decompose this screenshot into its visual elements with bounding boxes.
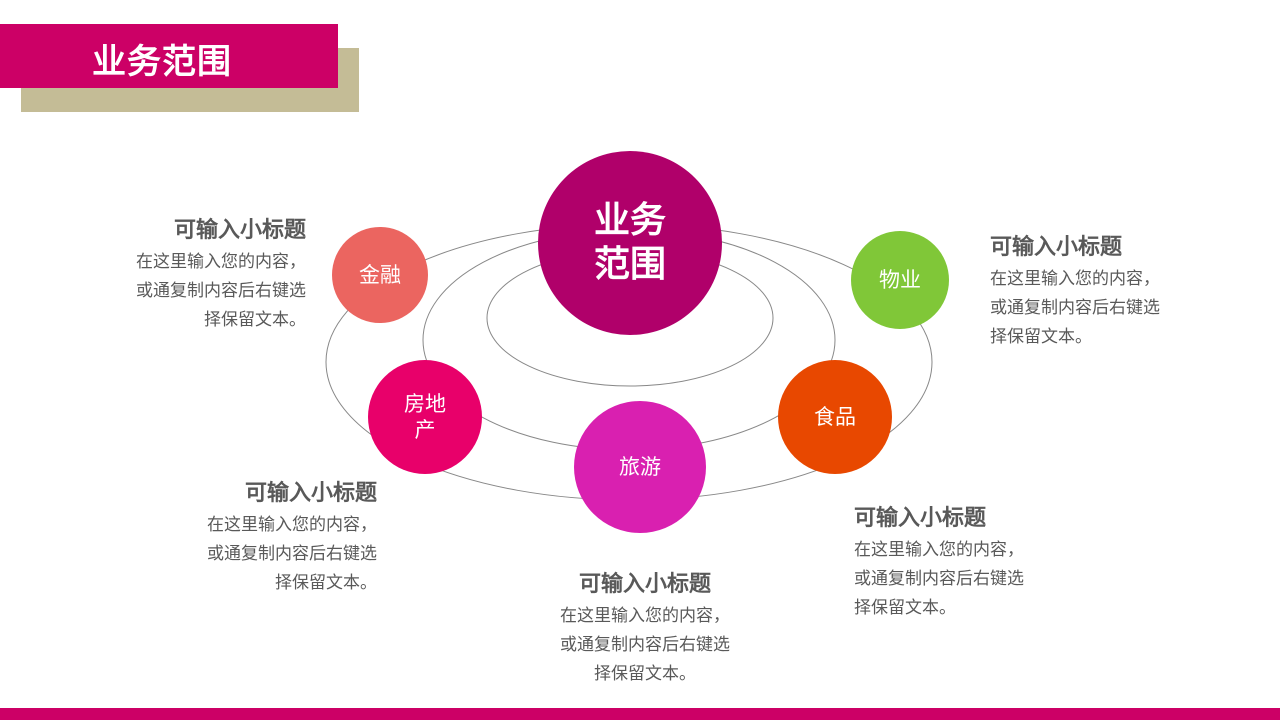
text-block-food: 可输入小标题 在这里输入您的内容， 或通复制内容后右键选 择保留文本。 [854,504,1074,623]
block-text: 或通复制内容后右键选 [207,544,377,564]
circle-real-estate: 房地产 [368,360,482,474]
circle-label: 房地产 [404,392,446,442]
block-text: 择保留文本。 [275,573,377,593]
block-text: 或通复制内容后右键选 [990,298,1160,318]
text-block-property: 可输入小标题 在这里输入您的内容， 或通复制内容后右键选 择保留文本。 [990,233,1210,352]
block-text: 在这里输入您的内容， [207,515,377,535]
block-title: 可输入小标题 [990,235,1123,260]
block-text: 择保留文本。 [990,327,1092,347]
circle-label: 金融 [359,263,401,287]
block-text: 择保留文本。 [204,310,306,330]
block-text: 或通复制内容后右键选 [560,635,730,655]
circle-travel: 旅游 [574,401,706,533]
circle-label: 食品 [814,405,856,429]
block-text: 或通复制内容后右键选 [136,281,306,301]
block-text: 在这里输入您的内容， [854,540,1024,560]
block-text: 在这里输入您的内容， [990,269,1160,289]
circle-property: 物业 [851,231,949,329]
center-circle: 业务范围 [538,151,722,335]
text-block-travel: 可输入小标题 在这里输入您的内容， 或通复制内容后右键选 择保留文本。 [535,570,755,689]
footer-bar [0,708,1280,720]
block-title: 可输入小标题 [173,218,306,243]
block-text: 择保留文本。 [854,598,956,618]
text-block-finance: 可输入小标题 在这里输入您的内容， 或通复制内容后右键选 择保留文本。 [86,216,306,335]
block-text: 或通复制内容后右键选 [854,569,1024,589]
header-bar: 业务范围 [0,24,338,88]
center-label: 业务范围 [593,200,666,285]
text-block-real-estate: 可输入小标题 在这里输入您的内容， 或通复制内容后右键选 择保留文本。 [157,479,377,598]
block-text: 在这里输入您的内容， [560,606,730,626]
block-title: 可输入小标题 [244,481,377,506]
circle-label: 旅游 [619,455,661,479]
circle-label: 物业 [879,268,921,292]
block-title: 可输入小标题 [578,572,711,597]
block-text: 择保留文本。 [594,664,696,684]
circle-food: 食品 [778,360,892,474]
block-title: 可输入小标题 [854,506,987,531]
page-title: 业务范围 [92,42,232,82]
circle-finance: 金融 [332,227,428,323]
block-text: 在这里输入您的内容， [136,252,306,272]
